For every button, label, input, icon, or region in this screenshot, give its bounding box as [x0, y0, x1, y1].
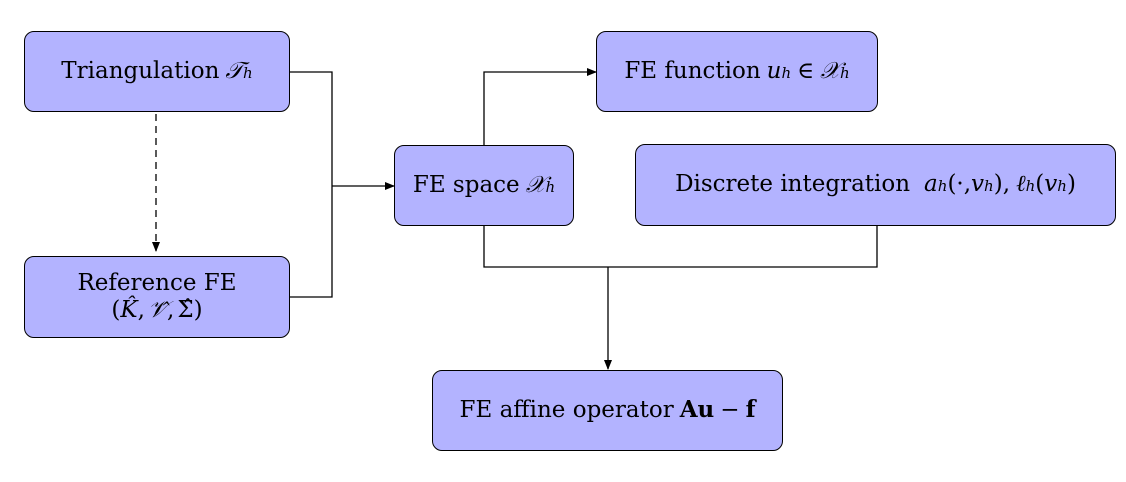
fe-function-label-row: FE function u h ∈ 𝒳 h: [624, 58, 849, 85]
discrete-integration-label: Discrete integration: [675, 171, 911, 198]
reference-dofs-symbol: Σ̂: [177, 297, 194, 323]
reference-fe-close-paren: ): [193, 297, 203, 323]
fe-function-variable: u: [766, 57, 782, 84]
fe-space-subscript: h: [545, 177, 556, 196]
discrete-integration-node: Discrete integration a h (·, v h ), ℓ h …: [635, 144, 1116, 226]
triangulation-subscript: h: [243, 63, 253, 82]
bilinear-form-test-function: v: [971, 171, 985, 198]
reference-fe-comma-1: ,: [137, 297, 145, 323]
bilinear-form-open-args: (·,: [947, 171, 972, 198]
reference-fe-triple: ( K̂ , 𝒱̂ , Σ̂ ): [111, 297, 202, 324]
reference-fe-title: Reference FE: [77, 269, 237, 296]
triangulation-label-row: Triangulation 𝒯 h: [61, 58, 252, 85]
fe-function-variable-subscript: h: [781, 63, 792, 82]
bilinear-form-close-args: ),: [993, 171, 1011, 198]
operator-matrix-vector-symbol: Au: [679, 396, 715, 424]
triangulation-label: Triangulation: [61, 57, 220, 84]
triangulation-symbol: 𝒯: [225, 57, 244, 84]
linear-form-symbol: ℓ: [1016, 171, 1026, 198]
reference-space-symbol: 𝒱̂: [147, 297, 168, 323]
affine-operator-node: FE affine operator Au − f: [432, 370, 783, 451]
fe-space-label-row: FE space 𝒳 h: [413, 172, 555, 199]
triangulation-node: Triangulation 𝒯 h: [24, 31, 290, 112]
fe-space-symbol: 𝒳: [525, 171, 546, 198]
reference-element-symbol: K̂: [120, 297, 138, 323]
fe-space-label: FE space: [412, 171, 520, 198]
linear-form-open-args: (: [1035, 171, 1045, 198]
fe-function-label: FE function: [624, 57, 761, 84]
connector-discrete-integration-to-operator-merge: [608, 226, 878, 268]
minus-symbol: −: [720, 397, 740, 424]
bilinear-form-symbol: a: [924, 171, 938, 198]
linear-form-test-function: v: [1044, 171, 1058, 198]
affine-operator-label: FE affine operator: [459, 397, 674, 424]
linear-form-close-args: ): [1066, 171, 1076, 198]
connector-reference-to-merge: [290, 186, 333, 298]
fe-function-space-symbol: 𝒳: [820, 57, 840, 84]
bilinear-form-test-function-subscript: h: [984, 177, 994, 196]
reference-fe-open-paren: (: [111, 297, 121, 323]
fe-space-node: FE space 𝒳 h: [394, 145, 574, 226]
connector-triangulation-to-merge: [290, 71, 333, 186]
fe-function-node: FE function u h ∈ 𝒳 h: [596, 31, 878, 112]
fe-function-space-subscript: h: [839, 63, 850, 82]
element-of-symbol: ∈: [797, 57, 815, 84]
reference-fe-node: Reference FE ( K̂ , 𝒱̂ , Σ̂ ): [24, 256, 290, 338]
affine-operator-label-row: FE affine operator Au − f: [460, 396, 756, 424]
load-vector-symbol: f: [745, 396, 756, 424]
connector-fe-space-to-operator-merge: [483, 226, 608, 268]
reference-fe-comma-2: ,: [167, 297, 175, 323]
bilinear-form-subscript: h: [937, 177, 948, 196]
linear-form-test-function-subscript: h: [1057, 177, 1067, 196]
arrow-fe-space-to-fe-function: [483, 68, 597, 145]
linear-form-subscript: h: [1025, 177, 1036, 196]
discrete-integration-label-row: Discrete integration a h (·, v h ), ℓ h …: [675, 171, 1076, 198]
